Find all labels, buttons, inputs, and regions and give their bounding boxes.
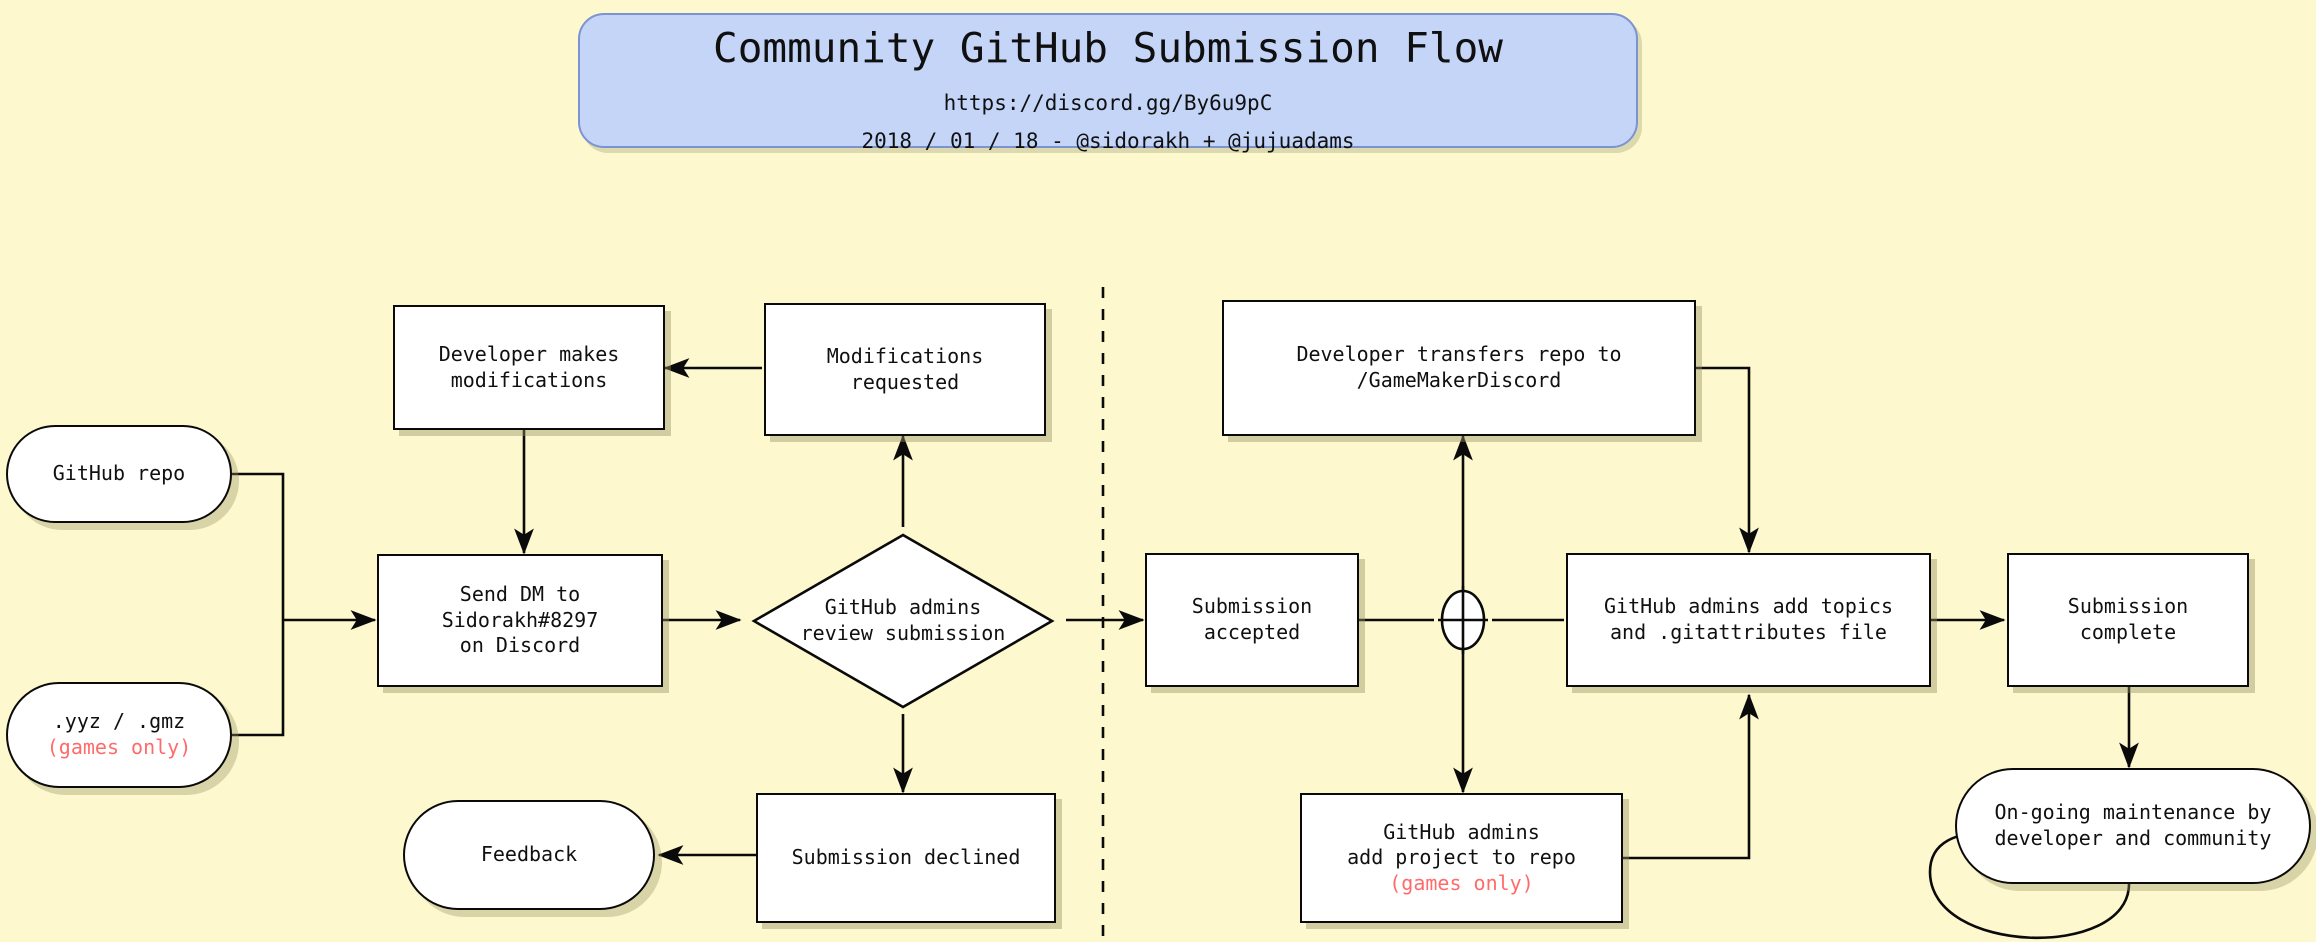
- node-modifications-requested-label: Modifications requested: [826, 343, 984, 394]
- node-add-topics-label: GitHub admins add topics and .gitattribu…: [1604, 594, 1893, 644]
- discord-invite-link[interactable]: https://discord.gg/By6u9pC: [943, 91, 1273, 116]
- node-developer-modifications[interactable]: Developer makes modifications: [393, 305, 665, 430]
- node-review-submission[interactable]: GitHub admins review submission: [746, 527, 1060, 715]
- chart-credits: 2018 / 01 / 18 - @sidorakh + @jujuadams: [861, 129, 1355, 154]
- circle-cross-icon: [1438, 586, 1488, 654]
- node-github-repo-label: GitHub repo: [52, 461, 186, 486]
- node-submission-accepted[interactable]: Submission accepted: [1145, 553, 1359, 687]
- node-submission-declined[interactable]: Submission declined: [756, 793, 1056, 923]
- node-submission-complete[interactable]: Submission complete: [2007, 553, 2249, 687]
- node-add-topics[interactable]: GitHub admins add topics and .gitattribu…: [1566, 553, 1931, 687]
- node-github-repo[interactable]: GitHub repo: [6, 425, 232, 523]
- node-modifications-requested[interactable]: Modifications requested: [764, 303, 1046, 436]
- node-file-types-note: (games only): [46, 735, 192, 759]
- node-merge-junction[interactable]: [1434, 583, 1492, 657]
- node-add-project[interactable]: GitHub admins add project to repo (games…: [1300, 793, 1623, 923]
- node-add-project-label: GitHub admins add project to repo: [1347, 819, 1576, 870]
- node-transfer-repo-label: Developer transfers repo to /GameMakerDi…: [1296, 342, 1622, 392]
- node-file-types[interactable]: .yyz / .gmz (games only): [6, 682, 232, 788]
- node-maintenance[interactable]: On-going maintenance by developer and co…: [1955, 768, 2311, 884]
- diamond-shape: [751, 533, 1055, 709]
- node-maintenance-label: On-going maintenance by developer and co…: [1994, 800, 2272, 850]
- node-file-types-label: .yyz / .gmz: [52, 709, 186, 734]
- node-submission-accepted-label: Submission accepted: [1191, 594, 1313, 644]
- node-send-dm-label: Send DM to Sidorakh#8297 on Discord: [441, 582, 599, 658]
- chart-title: Community GitHub Submission Flow: [713, 24, 1503, 72]
- node-add-project-note: (games only): [1389, 870, 1534, 895]
- node-feedback[interactable]: Feedback: [403, 800, 655, 910]
- title-banner: Community GitHub Submission Flow https:/…: [578, 13, 1638, 153]
- node-submission-complete-label: Submission complete: [2067, 594, 2189, 644]
- node-send-dm[interactable]: Send DM to Sidorakh#8297 on Discord: [377, 554, 663, 687]
- node-developer-modifications-label: Developer makes modifications: [438, 341, 620, 392]
- node-transfer-repo[interactable]: Developer transfers repo to /GameMakerDi…: [1222, 300, 1696, 436]
- node-feedback-label: Feedback: [480, 842, 578, 867]
- node-submission-declined-label: Submission declined: [791, 845, 1021, 870]
